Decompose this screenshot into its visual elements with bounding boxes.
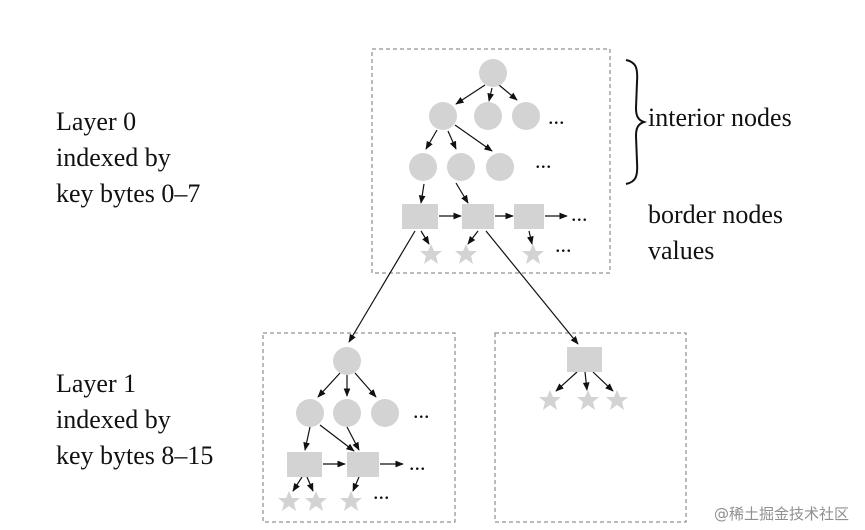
border-node <box>567 347 602 372</box>
value-star <box>340 491 362 511</box>
layer-1-left-box <box>262 332 456 523</box>
node-circle <box>333 347 361 375</box>
layer-0-interior-nodes <box>409 59 540 181</box>
layer-0-box <box>371 48 611 274</box>
ellipsis: ... <box>535 148 552 173</box>
border-nodes-text: border nodes <box>648 200 784 229</box>
layer-0-border-nodes <box>402 204 544 229</box>
node-circle <box>486 153 514 181</box>
layer-1-indexed-by: indexed by <box>56 405 171 434</box>
layer-1-key-bytes: key bytes 8–15 <box>56 441 214 470</box>
border-node <box>462 204 494 229</box>
layer-1-right-values <box>539 390 628 410</box>
border-values-label: border nodes values <box>648 197 783 269</box>
border-node <box>514 204 544 229</box>
layer-1-title: Layer 1 <box>56 369 137 398</box>
border-node <box>347 452 379 477</box>
value-star <box>278 491 300 511</box>
layer-0-values <box>420 244 544 264</box>
node-circle <box>447 153 475 181</box>
interior-brace <box>625 59 648 185</box>
values-text: values <box>648 236 715 265</box>
node-circle <box>479 59 507 87</box>
layer-0-title: Layer 0 <box>56 107 137 136</box>
layer-1-left-interior-nodes <box>296 347 399 427</box>
layer-1-label: Layer 1 indexed by key bytes 8–15 <box>56 366 213 474</box>
value-star <box>455 244 477 264</box>
interior-nodes-label: interior nodes <box>648 103 792 132</box>
ellipsis: ... <box>413 398 430 423</box>
ellipsis: ... <box>409 450 426 475</box>
node-circle <box>371 399 399 427</box>
value-star <box>606 390 628 410</box>
node-circle <box>474 102 502 130</box>
layer-0-key-bytes: key bytes 0–7 <box>56 179 201 208</box>
ellipsis: ... <box>548 104 565 129</box>
ellipsis: ... <box>373 479 390 504</box>
layer-1-right-box <box>494 332 687 523</box>
watermark: @稀土掘金技术社区 <box>713 505 849 523</box>
node-circle <box>296 399 324 427</box>
layer-1-left-values <box>278 491 362 511</box>
value-star <box>522 244 544 264</box>
ellipsis: ... <box>571 201 588 226</box>
layer-0-indexed-by: indexed by <box>56 143 171 172</box>
value-star <box>420 244 442 264</box>
border-node <box>287 452 322 477</box>
node-circle <box>333 399 361 427</box>
node-circle <box>409 153 437 181</box>
ellipsis: ... <box>555 232 572 257</box>
node-circle <box>512 102 540 130</box>
node-circle <box>429 102 457 130</box>
border-node <box>402 204 438 229</box>
value-star <box>577 390 599 410</box>
value-star <box>305 491 327 511</box>
layer-1-left-border-nodes <box>287 452 379 477</box>
value-star <box>539 390 561 410</box>
layer-0-label: Layer 0 indexed by key bytes 0–7 <box>56 104 200 212</box>
